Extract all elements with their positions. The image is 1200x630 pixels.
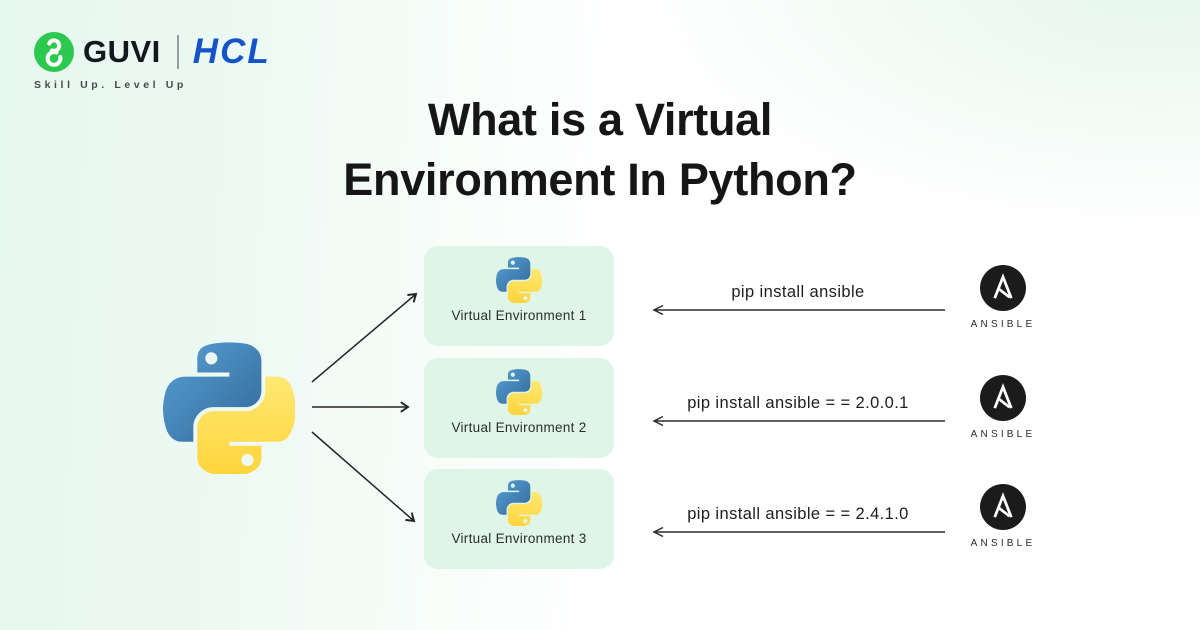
ansible-icon [980, 484, 1026, 530]
pip-command-text-2: pip install ansible = = 2.0.0.1 [687, 394, 909, 412]
ansible-label: ANSIBLE [970, 538, 1036, 549]
ansible-label: ANSIBLE [970, 429, 1036, 440]
ansible-logo-2: ANSIBLE [960, 375, 1046, 440]
python-icon [496, 257, 542, 303]
guvi-logo-icon [34, 32, 74, 72]
pip-command-text-1: pip install ansible [731, 283, 865, 301]
env-box-2: Virtual Environment 2 [424, 358, 614, 458]
env-label: Virtual Environment 1 [451, 308, 587, 323]
brand-logo-row: GUVI HCL [34, 32, 271, 72]
brand-divider [176, 35, 179, 69]
title-line-2: Environment In Python? [343, 154, 857, 205]
left-arrow-3 [652, 526, 945, 538]
left-arrow-1 [652, 304, 945, 316]
ansible-icon [980, 265, 1026, 311]
env-box-3: Virtual Environment 3 [424, 469, 614, 569]
env-label: Virtual Environment 3 [451, 531, 587, 546]
ansible-logo-3: ANSIBLE [960, 484, 1046, 549]
page-title: What is a Virtual Environment In Python? [0, 90, 1200, 210]
brand-header: GUVI HCL Skill Up. Level Up [34, 32, 271, 91]
ansible-icon [980, 375, 1026, 421]
left-arrow-2 [652, 415, 945, 427]
python-logo-icon [163, 342, 295, 474]
ansible-logo-1: ANSIBLE [960, 265, 1046, 330]
pip-command-text-3: pip install ansible = = 2.4.1.0 [687, 505, 909, 523]
python-icon [496, 480, 542, 526]
env-label: Virtual Environment 2 [451, 420, 587, 435]
title-line-1: What is a Virtual [427, 94, 773, 145]
hcl-wordmark: HCL [192, 32, 271, 71]
guvi-wordmark: GUVI [83, 34, 161, 69]
ansible-label: ANSIBLE [970, 319, 1036, 330]
env-box-1: Virtual Environment 1 [424, 246, 614, 346]
brand-tagline: Skill Up. Level Up [34, 79, 187, 91]
fanout-arrows [311, 292, 418, 523]
python-icon [496, 369, 542, 415]
